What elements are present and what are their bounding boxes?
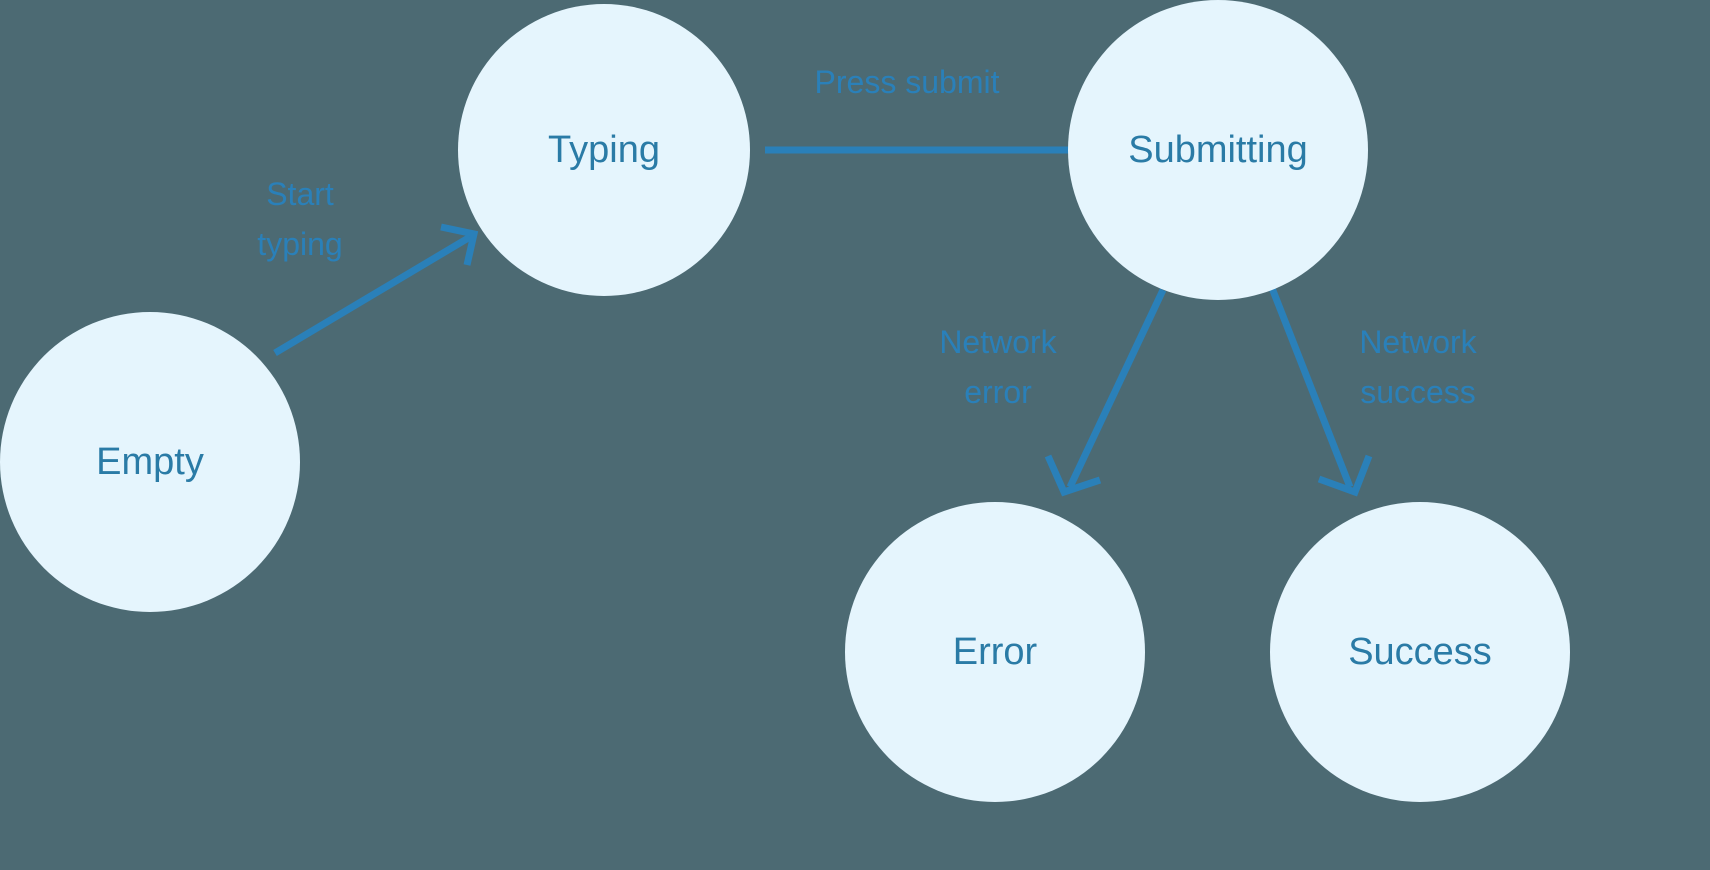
edge-submitting-to-error xyxy=(1044,288,1167,497)
node-submitting[interactable]: Submitting xyxy=(1068,0,1368,300)
edge-label-submitting-to-error: Network error xyxy=(939,324,1057,410)
edge-empty-to-typing xyxy=(273,223,479,357)
node-circle[interactable] xyxy=(458,4,750,296)
edge-label-submitting-to-success: Network success xyxy=(1359,324,1477,410)
node-circle[interactable] xyxy=(1270,502,1570,802)
node-circle[interactable] xyxy=(845,502,1145,802)
edge-label-line: Network xyxy=(1359,324,1477,360)
node-empty[interactable]: Empty xyxy=(0,312,300,612)
node-typing[interactable]: Typing xyxy=(458,4,750,296)
edge-line xyxy=(273,233,472,357)
arrowhead-icon xyxy=(1044,454,1102,497)
node-label-submitting: Submitting xyxy=(1128,129,1308,171)
node-label-empty: Empty xyxy=(96,441,204,483)
edge-submitting-to-success xyxy=(1268,286,1373,497)
edge-line xyxy=(1268,286,1354,489)
node-label-error: Error xyxy=(953,631,1038,673)
edge-label-empty-to-typing: Start typing xyxy=(257,176,342,262)
edge-label-line: success xyxy=(1360,374,1476,410)
edge-label-line: Press submit xyxy=(815,64,1000,100)
node-success[interactable]: Success xyxy=(1270,502,1570,802)
edge-label-typing-to-submitting: Press submit xyxy=(815,64,1000,100)
edge-line xyxy=(1066,288,1167,489)
edge-label-line: Start xyxy=(266,176,334,212)
edge-label-line: error xyxy=(964,374,1032,410)
node-circle[interactable] xyxy=(1068,0,1368,300)
arrowhead-icon xyxy=(1317,454,1373,497)
node-label-success: Success xyxy=(1348,631,1492,673)
node-error[interactable]: Error xyxy=(845,502,1145,802)
edge-label-line: Network xyxy=(939,324,1057,360)
node-circle[interactable] xyxy=(0,312,300,612)
arrowhead-icon xyxy=(440,223,479,266)
node-label-typing: Typing xyxy=(548,129,660,171)
edge-label-line: typing xyxy=(257,226,342,262)
